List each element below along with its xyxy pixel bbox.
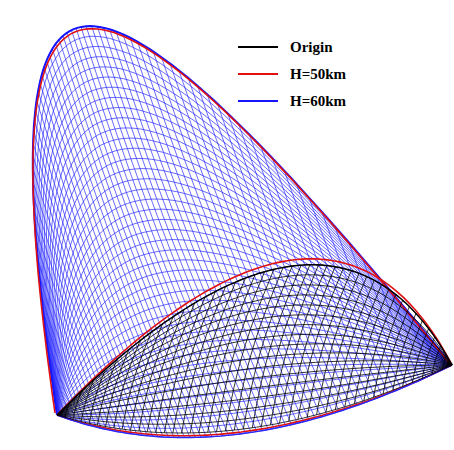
- mesh-line: [234, 267, 283, 430]
- mesh-line: [243, 266, 292, 429]
- mesh-line: [442, 355, 446, 370]
- legend-label: Origin: [290, 37, 333, 57]
- legend-row: Origin: [238, 37, 438, 57]
- legend-line-sample: [238, 46, 278, 48]
- mesh-line: [354, 289, 388, 404]
- mesh-line: [51, 128, 452, 415]
- mesh-line: [131, 324, 163, 430]
- mesh-line: [57, 340, 452, 416]
- mesh-line: [362, 258, 413, 383]
- mesh-line: [59, 40, 206, 437]
- mesh-line: [122, 332, 151, 429]
- legend-row: H=50km: [238, 64, 438, 84]
- mesh-line: [33, 26, 452, 415]
- mesh-line: [225, 269, 274, 431]
- mesh-line: [217, 272, 265, 432]
- mesh-line: [57, 325, 452, 415]
- mesh-line: [317, 273, 360, 415]
- mesh-line: [190, 282, 235, 433]
- mesh-line: [57, 285, 452, 415]
- mesh-line: [156, 303, 195, 432]
- mesh-line: [270, 265, 318, 425]
- legend-label: H=50km: [290, 64, 346, 84]
- mesh-line: [208, 275, 255, 433]
- mesh-line: [391, 291, 426, 377]
- mesh-line: [114, 341, 140, 428]
- mesh-line: [182, 287, 226, 434]
- mesh-line: [89, 370, 105, 424]
- mesh-line: [252, 265, 301, 428]
- mesh-line: [57, 295, 452, 415]
- h60-outline: [33, 26, 452, 415]
- mesh-line: [432, 346, 441, 374]
- mesh-line: [412, 329, 428, 383]
- mesh-line: [67, 33, 217, 437]
- mesh-line: [57, 315, 452, 415]
- mesh-line: [198, 86, 328, 415]
- mesh-line: [63, 36, 212, 437]
- mesh-line: [52, 138, 452, 415]
- mesh-line: [261, 265, 310, 427]
- mesh-line: [52, 49, 195, 438]
- origin-outline: [57, 265, 452, 415]
- legend-label: H=60km: [290, 91, 346, 111]
- mesh-line: [145, 46, 291, 424]
- mesh-line: [374, 300, 403, 397]
- mesh-line: [364, 295, 396, 401]
- origin-mesh: [57, 265, 452, 433]
- mesh-line: [207, 95, 333, 414]
- legend-line-sample: [238, 100, 278, 102]
- mesh-line: [97, 359, 117, 425]
- mesh-line: [153, 51, 297, 423]
- mesh-line: [298, 268, 343, 419]
- mesh-line: [162, 57, 304, 422]
- h60-mesh: [33, 26, 452, 438]
- legend-row: H=60km: [238, 91, 438, 111]
- mesh-line: [57, 265, 452, 415]
- mesh-line: [345, 285, 382, 407]
- mesh-line: [326, 277, 367, 413]
- mesh-line: [179, 70, 315, 418]
- mesh-line: [164, 297, 205, 433]
- mesh-line: [46, 97, 452, 415]
- mesh-line: [71, 30, 223, 436]
- mesh-line: [37, 47, 452, 416]
- legend-line-sample: [238, 73, 278, 75]
- mesh-line: [383, 307, 409, 394]
